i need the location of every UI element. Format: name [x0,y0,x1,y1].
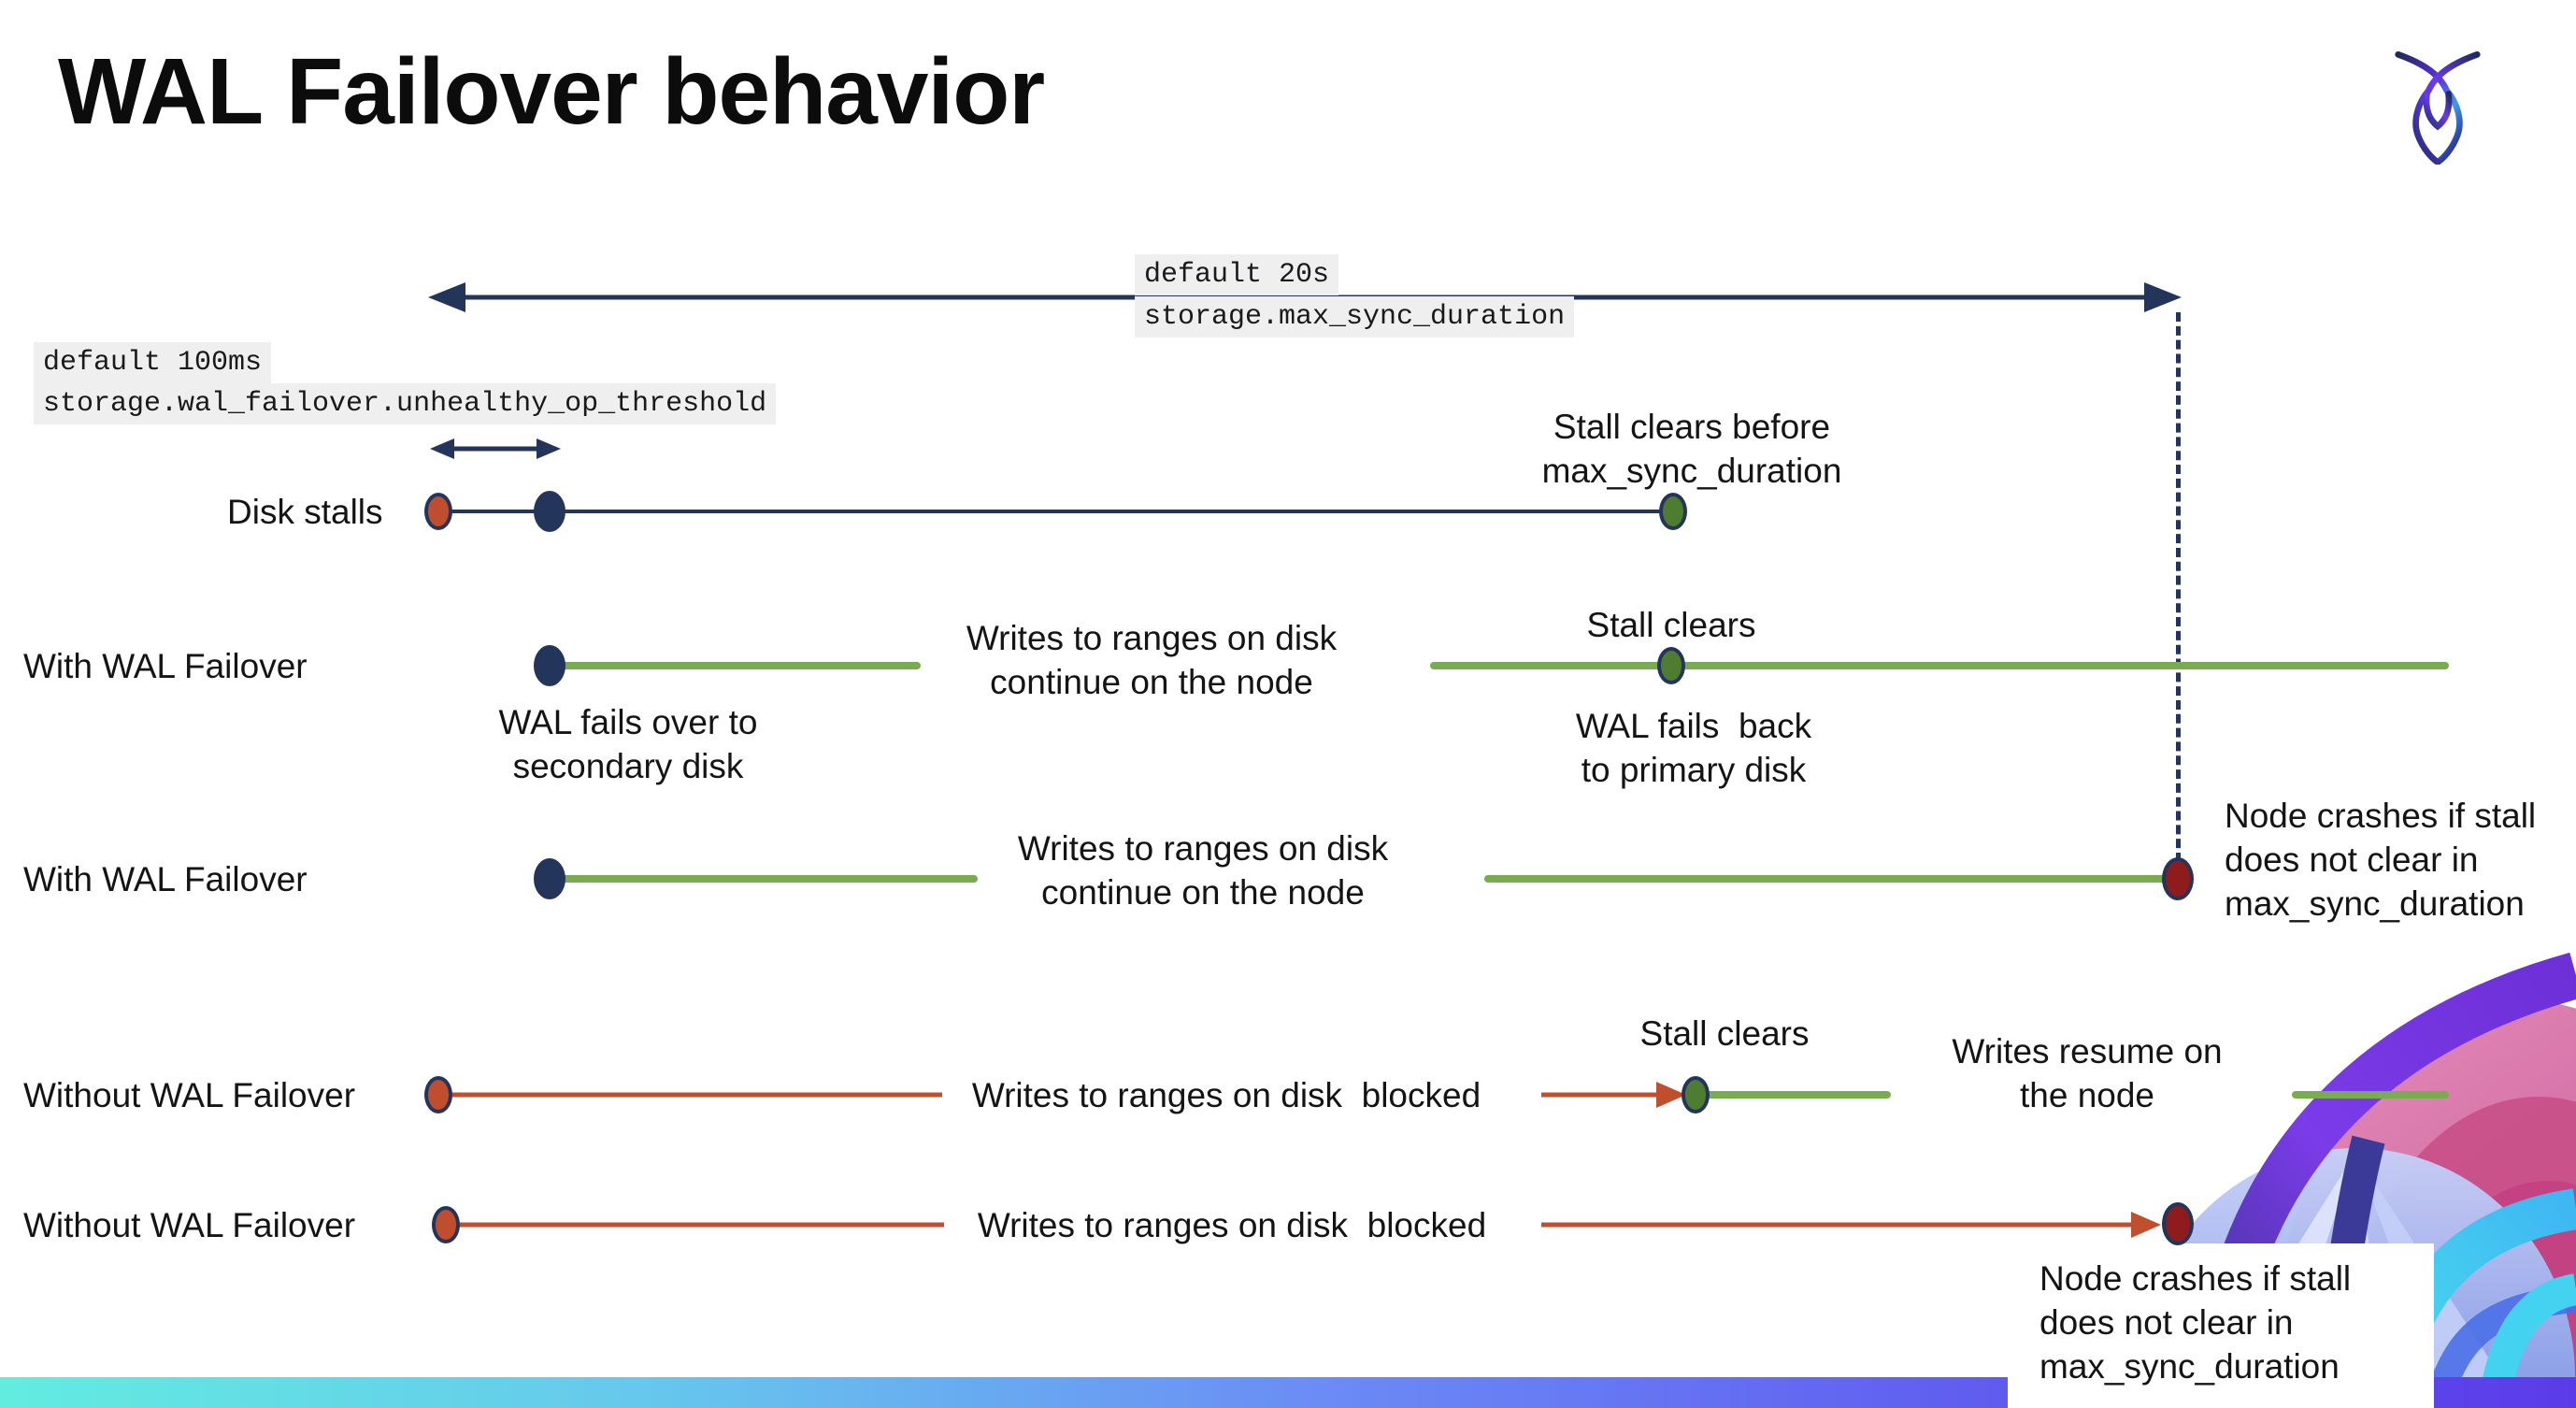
page-title: WAL Failover behavior [58,39,1045,144]
stall-clears-dot [1682,1076,1710,1113]
writes-continue-note: Writes to ranges on disk continue on the… [966,619,1338,701]
writes-continue-note: Writes to ranges on disk continue on the… [1017,829,1389,912]
disk-stall-start-dot [424,493,452,530]
writes-blocked-note: Writes to ranges on disk blocked [971,1076,1481,1114]
fails-over-note: WAL fails over to secondary disk [498,703,758,785]
cockroachdb-logo-icon [2395,50,2481,165]
threshold-setting-label: storage.wal_failover.unhealthy_op_thresh… [34,383,777,424]
max-sync-default-label: default 20s [1135,254,1339,295]
writes-blocked-note: Writes to ranges on disk blocked [977,1206,1487,1244]
arrow-right-head-icon [537,438,561,459]
failover-threshold-dot [534,491,565,532]
blocked-line [1541,1092,1662,1098]
timeline-line [438,510,1673,513]
arrow-left-head-icon [428,282,465,312]
stall-clears-dot [1657,647,1685,684]
resume-line [1707,1091,1891,1099]
row-label: With WAL Failover [23,647,308,685]
node-crash-note: Node crashes if stall does not clear in … [2225,797,2537,923]
red-arrow-head-icon [1656,1082,1686,1108]
stall-clears-before-note: Stall clears before max_sync_duration [1541,408,1842,490]
disk-stall-start-dot [424,1076,452,1113]
stall-clears-note: Stall clears [1639,1014,1810,1053]
fails-back-note: WAL fails back to primary disk [1575,707,1812,789]
threshold-default-label: default 100ms [34,342,272,383]
row-label: Without WAL Failover [23,1206,356,1244]
node-crash-dot [2162,857,2194,900]
row-label: With WAL Failover [23,860,308,898]
timeline-line [1430,662,2449,669]
red-arrow-head-icon [2131,1212,2161,1238]
crash-note-box [2008,1243,2434,1408]
writes-resume-note: Writes resume on the node [1952,1032,2223,1114]
arrow-right-head-icon [2144,282,2182,312]
arrow-shaft [452,446,540,452]
resume-line [2292,1091,2449,1099]
disk-stall-start-dot [432,1206,460,1243]
blocked-line [458,1222,944,1228]
max-sync-setting-label: storage.max_sync_duration [1135,296,1575,338]
node-crash-dot [2162,1202,2194,1245]
blocked-line [451,1092,942,1098]
timeline-line [561,662,921,669]
stall-clears-note: Stall clears [1586,606,1756,644]
failover-trigger-dot [534,645,565,686]
failover-trigger-dot [534,858,565,899]
dashed-connector [2176,312,2181,862]
arrow-left-head-icon [430,438,454,459]
stall-clears-dot [1659,493,1687,530]
blocked-line [1541,1222,2137,1228]
timeline-line [561,875,978,883]
row-label: Without WAL Failover [23,1076,356,1114]
timeline-line [1484,875,2171,883]
row-label: Disk stalls [227,493,383,531]
node-crash-note: Node crashes if stall does not clear in … [2039,1259,2352,1386]
